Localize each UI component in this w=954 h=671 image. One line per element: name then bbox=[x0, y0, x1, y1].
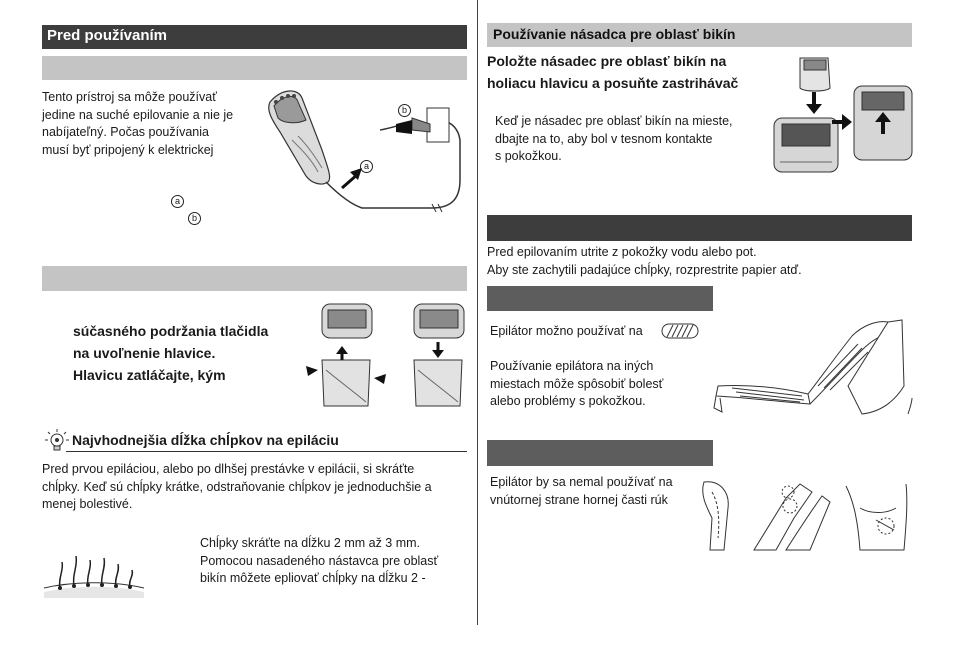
marker-a: a bbox=[171, 195, 184, 208]
tip-paragraph: Pred prvou epiláciou, alebo po dlhšej pr… bbox=[42, 461, 432, 514]
text-line: Pred epilovaním utrite z pokožky vodu al… bbox=[487, 245, 757, 259]
bikini-instruction: Položte násadec pre oblasť bikín na holi… bbox=[487, 50, 738, 94]
text-line: Chĺpky skráťte na dĺžku 2 mm až 3 mm. bbox=[200, 536, 421, 550]
hair-illustration bbox=[43, 555, 145, 598]
section-title-before-use: Pred používaním bbox=[42, 25, 467, 49]
text-line: musí byť pripojený k elektrickej bbox=[42, 142, 214, 157]
text-line: jedine na suché epilovanie a nie je bbox=[42, 107, 234, 122]
body-areas-illustration bbox=[702, 481, 908, 551]
column-divider bbox=[477, 0, 478, 625]
text-line: Epilátor by sa nemal používať na bbox=[490, 475, 673, 489]
marker-a-illustration: a bbox=[360, 160, 373, 173]
lightbulb-icon bbox=[45, 429, 69, 451]
head-instructions: súčasného podržania tlačidla na uvoľneni… bbox=[73, 320, 268, 386]
power-paragraph: Tento prístroj sa môže používať jedine n… bbox=[42, 89, 233, 159]
text-line: vnútornej strane hornej časti rúk bbox=[490, 492, 668, 507]
preparation-paragraph: Pred epilovaním utrite z pokožky vodu al… bbox=[487, 244, 802, 279]
usage-warning-paragraph: Používanie epilátora na iných miestach m… bbox=[490, 358, 663, 411]
text-line: Keď je násadec pre oblasť bikín na miest… bbox=[495, 114, 733, 128]
text-line: holiacu hlavicu a posuňte zastrihávač bbox=[487, 75, 739, 91]
subsection-bar-usage-area bbox=[487, 286, 713, 311]
text-line: alebo problémy s pokožkou. bbox=[490, 394, 646, 408]
text-line: Hlavicu zatláčajte, kým bbox=[73, 367, 226, 383]
head-removal-illustration bbox=[306, 303, 465, 407]
restriction-paragraph: Epilátor by sa nemal používať na vnútorn… bbox=[490, 474, 673, 509]
text-line: Používanie epilátora na iných bbox=[490, 359, 654, 373]
text-line: Aby ste zachytili padajúce chĺpky, rozpr… bbox=[487, 262, 802, 277]
text-line: Pomocou nasadeného nástavca pre oblasť bbox=[200, 553, 439, 568]
text-line: Pred prvou epiláciou, alebo po dlhšej pr… bbox=[42, 462, 415, 476]
text-line: Položte násadec pre oblasť bikín na bbox=[487, 53, 727, 69]
text-line: miestach môže spôsobiť bolesť bbox=[490, 376, 664, 391]
bikini-attachment-illustration bbox=[773, 57, 913, 173]
subsection-bar-head bbox=[42, 266, 467, 291]
tip-title-underline bbox=[66, 451, 467, 452]
hair-length-paragraph: Chĺpky skráťte na dĺžku 2 mm až 3 mm. Po… bbox=[200, 535, 438, 588]
text-line: nabíjateľný. Počas používania bbox=[42, 125, 209, 139]
text-line: na uvoľnenie hlavice. bbox=[73, 345, 216, 361]
usage-line: Epilátor možno používať na bbox=[490, 322, 643, 341]
text-line: menej bolestivé. bbox=[42, 497, 133, 511]
text-line: dbajte na to, aby bol v tesnom kontakte bbox=[495, 131, 713, 146]
tip-title: Najvhodnejšia dĺžka chĺpkov na epiláciu bbox=[72, 432, 339, 448]
marker-b: b bbox=[188, 212, 201, 225]
text-line: súčasného podržania tlačidla bbox=[73, 323, 269, 339]
section-bar-preparation bbox=[487, 215, 912, 241]
text-line: s pokožkou. bbox=[495, 149, 562, 163]
text-line: bikín môžete epliovať chĺpky na dĺžku 2 … bbox=[200, 571, 426, 585]
marker-b-illustration: b bbox=[398, 104, 411, 117]
hatched-area-icon bbox=[661, 323, 699, 339]
text-line: Epilátor možno používať na bbox=[490, 324, 643, 338]
text-line: Tento prístroj sa môže používať bbox=[42, 90, 217, 104]
legs-illustration bbox=[713, 319, 913, 415]
bikini-note: Keď je násadec pre oblasť bikín na miest… bbox=[495, 113, 733, 166]
section-title-bikini: Používanie násadca pre oblasť bikín bbox=[487, 23, 912, 47]
text-line: chĺpky. Keď sú chĺpky krátke, odstraňova… bbox=[42, 479, 432, 494]
epilator-plug-illustration bbox=[268, 90, 461, 213]
subsection-bar-power bbox=[42, 56, 467, 80]
subsection-bar-restrictions bbox=[487, 440, 713, 466]
